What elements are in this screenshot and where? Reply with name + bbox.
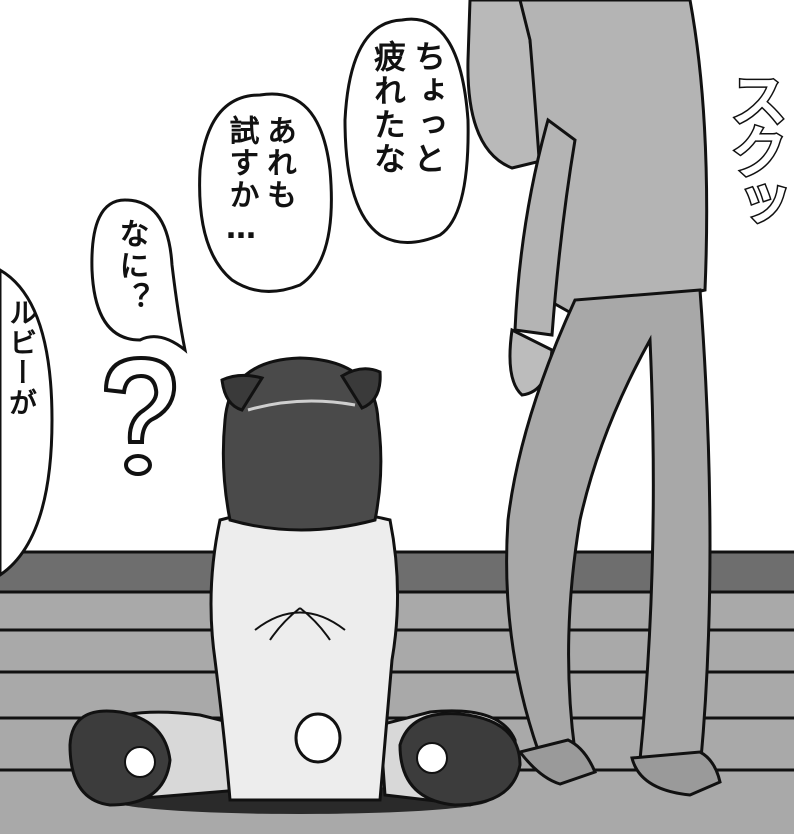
man-figure xyxy=(466,0,722,797)
narration-text-ruby: ルビーが xyxy=(5,298,38,418)
question-mark-icon xyxy=(103,355,177,476)
speech-bubble-what xyxy=(90,198,188,354)
speech-bubble-tired xyxy=(343,17,470,244)
speech-text-tired: ちょっと疲れたな xyxy=(369,40,447,176)
girl-figure xyxy=(68,356,522,814)
sfx-stand-up: スクッ xyxy=(719,69,790,228)
speech-text-try: あれも試すか… xyxy=(223,115,297,248)
speech-text-what: なに？ xyxy=(113,218,149,314)
narration-bubble-left xyxy=(0,268,54,577)
speech-bubble-try xyxy=(198,92,333,293)
